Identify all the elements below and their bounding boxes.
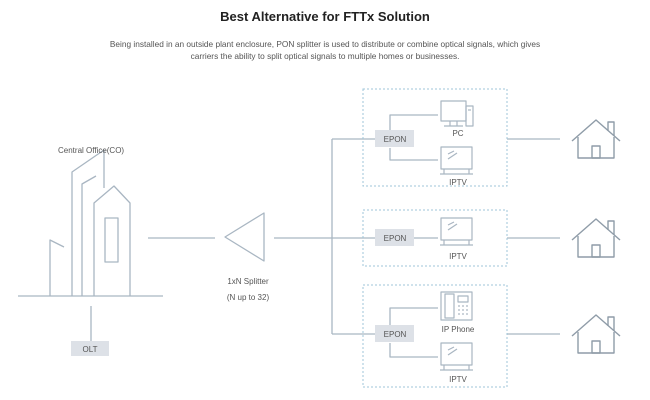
tv-icon [440, 146, 473, 175]
group-box-1 [362, 88, 508, 187]
iptv-label-2: IPTV [449, 252, 467, 261]
iptv-label-3: IPTV [449, 375, 467, 384]
splitter-sublabel: (N up to 32) [227, 293, 270, 302]
epon1-iptv-link [389, 148, 438, 161]
house-icon [571, 314, 621, 354]
splitter-label: 1xN Splitter [227, 277, 269, 286]
desktop-pc-icon [440, 100, 474, 127]
group-box-2 [362, 209, 508, 267]
epon-label-2: EPON [384, 234, 407, 243]
epon-label-3: EPON [384, 330, 407, 339]
pc-label: PC [452, 129, 463, 138]
iptv-label-1: IPTV [449, 178, 467, 187]
epon-label-1: EPON [384, 135, 407, 144]
diagram-description: Being installed in an outside plant encl… [109, 39, 541, 61]
epon3-iptv-link [389, 343, 438, 358]
tv-icon [440, 217, 473, 246]
ip-phone-icon [440, 291, 473, 321]
central-office-label: Central Office(CO) [58, 146, 124, 155]
building-icon [18, 149, 163, 297]
epon-box-3 [375, 325, 414, 342]
tv-icon [440, 342, 473, 371]
olt-box [71, 341, 109, 356]
diagram-title: Best Alternative for FTTx Solution [220, 9, 430, 24]
epon-box-2 [375, 229, 414, 246]
epon1-pc-link [389, 114, 438, 130]
epon-box-1 [375, 130, 414, 147]
triangle-splitter-icon [224, 212, 265, 262]
group-box-3 [362, 284, 508, 388]
ip-phone-label: IP Phone [442, 325, 475, 334]
house-icon [571, 218, 621, 258]
epon3-phone-link [389, 307, 438, 325]
olt-label: OLT [83, 345, 98, 354]
house-icon [571, 119, 621, 159]
